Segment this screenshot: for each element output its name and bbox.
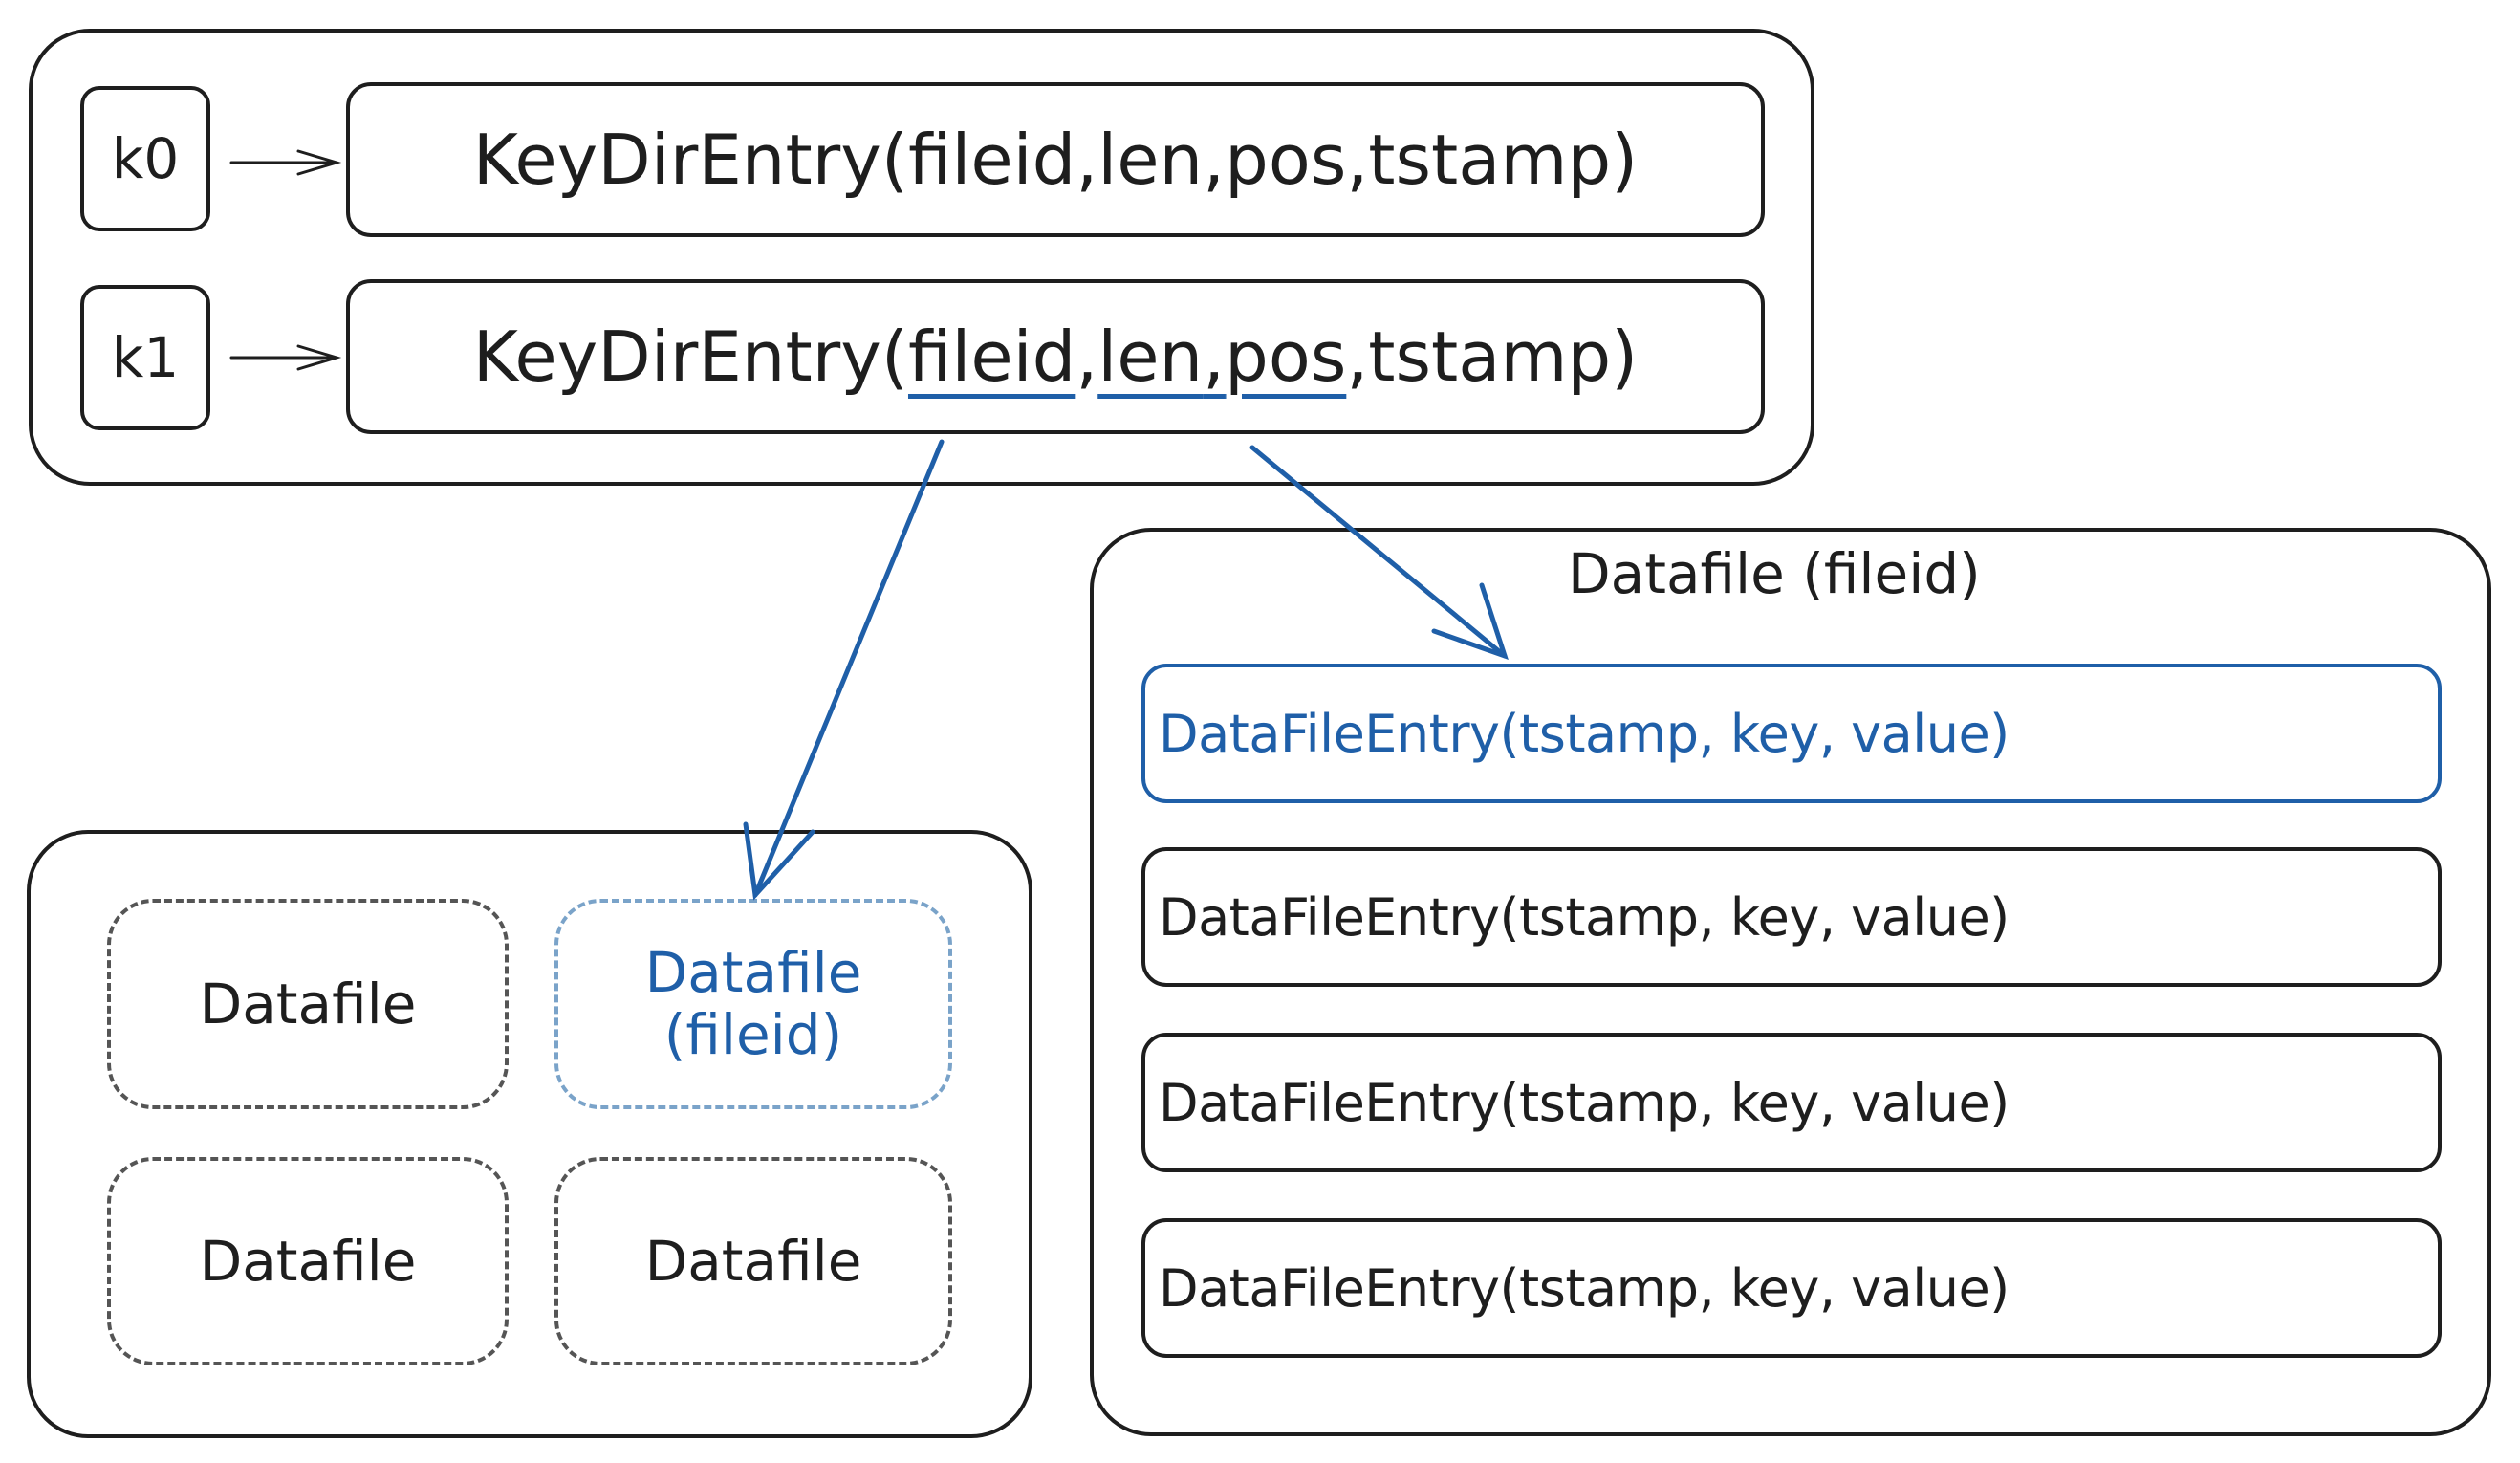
entry-len-underlined: len [1097,317,1204,397]
datafile-panel-title: Datafile (fileid) [1568,541,1981,606]
comma: , [1346,317,1369,397]
arrow-k1-to-entry [229,344,342,371]
key-k0: k0 [80,86,210,231]
comma: , [1075,317,1098,397]
datafile-box-highlighted: Datafile (fileid) [554,899,952,1109]
entry-len: len [1097,120,1204,200]
entry-tstamp: tstamp) [1368,317,1639,397]
comma: , [1075,120,1098,200]
keydir-container [29,29,1814,486]
keydir-entry-0: KeyDirEntry(fileid, len, pos, tstamp) [346,82,1765,237]
datafiles-container [27,830,1032,1438]
datafile-box: Datafile [107,1157,509,1365]
keydir-entry-1: KeyDirEntry(fileid, len, pos, tstamp) [346,279,1765,434]
datafile-box: Datafile [107,899,509,1109]
arrow-fileid-to-datafile [743,439,945,901]
entry-fileid: fileid [907,120,1076,200]
entry-prefix: KeyDirEntry( [472,317,908,397]
comma: , [1346,120,1369,200]
datafile-entry: DataFileEntry(tstamp, key, value) [1141,1033,2442,1172]
arrow-k0-to-entry [229,149,342,176]
datafile-entry: DataFileEntry(tstamp, key, value) [1141,847,2442,987]
entry-pos: pos [1225,120,1347,200]
entry-fileid-underlined: fileid [907,317,1076,397]
datafile-entry: DataFileEntry(tstamp, key, value) [1141,1218,2442,1358]
datafile-entry-highlighted: DataFileEntry(tstamp, key, value) [1141,664,2442,803]
arrow-pos-to-datafile-entry [1249,445,1509,661]
datafile-box: Datafile [554,1157,952,1365]
comma: , [1203,120,1226,200]
key-k1: k1 [80,285,210,430]
entry-prefix: KeyDirEntry( [472,120,908,200]
comma-underlined: , [1203,317,1226,397]
entry-pos-underlined: pos [1225,317,1347,397]
datafile-panel [1090,528,2491,1436]
entry-tstamp: tstamp) [1368,120,1639,200]
